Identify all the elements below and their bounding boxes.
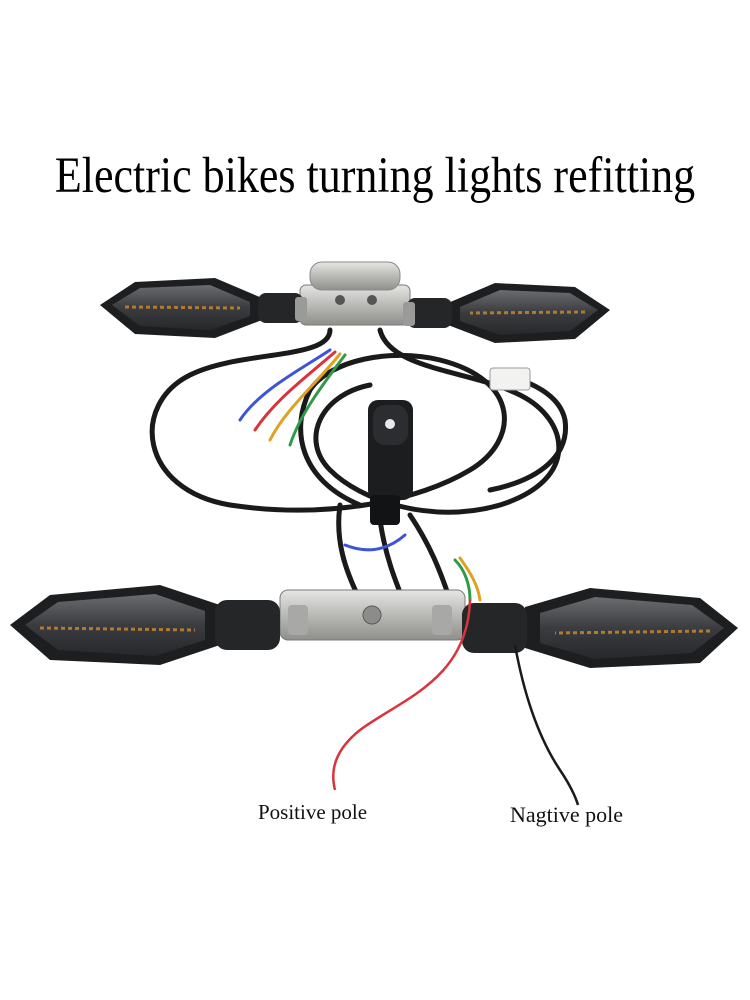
top-left-turn-signal [100,278,307,338]
top-right-turn-signal [403,283,610,343]
top-bracket [299,261,411,326]
bottom-left-turn-signal [10,585,280,665]
negative-wire [513,644,580,806]
page-title: Electric bikes turning lights refitting [54,147,696,204]
positive-pole-label: Positive pole [258,800,368,824]
negative-pole-label: Nagtive pole [510,802,624,827]
turn-signal-switch [368,400,413,525]
wire-connector [489,367,531,391]
bottom-right-turn-signal [462,588,738,668]
bottom-bracket [279,589,466,641]
positive-wire [332,599,472,791]
colored-wires [238,348,482,602]
